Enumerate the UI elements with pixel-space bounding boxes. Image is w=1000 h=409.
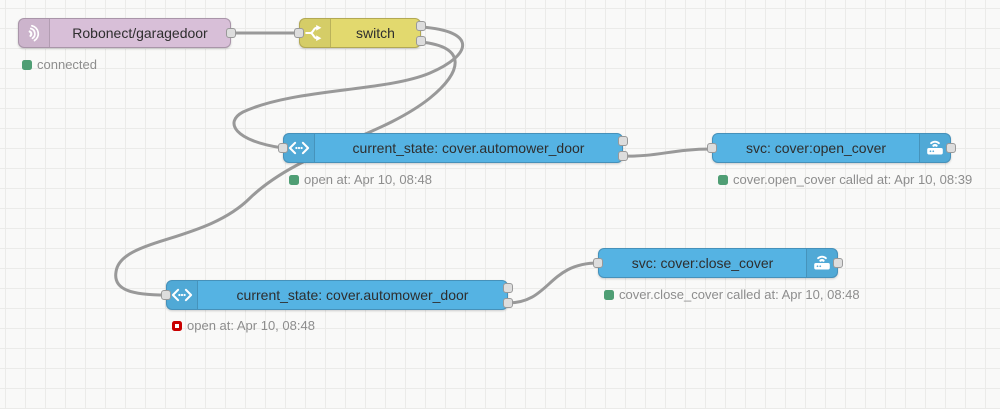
wire-current-state-1-to-open-cover[interactable] bbox=[621, 147, 714, 158]
node-status: connected bbox=[22, 57, 97, 72]
status-text: open at: Apr 10, 08:48 bbox=[304, 172, 432, 187]
input-port[interactable] bbox=[294, 28, 304, 38]
status-text: cover.close_cover called at: Apr 10, 08:… bbox=[619, 287, 860, 302]
node-status: open at: Apr 10, 08:48 bbox=[172, 318, 315, 333]
status-text: open at: Apr 10, 08:48 bbox=[187, 318, 315, 333]
node-status: open at: Apr 10, 08:48 bbox=[289, 172, 432, 187]
status-dot-icon bbox=[22, 59, 32, 70]
node-call-service-open-cover[interactable]: svc: cover:open_cover bbox=[707, 133, 956, 163]
status-text: cover.open_cover called at: Apr 10, 08:3… bbox=[733, 172, 973, 187]
status-ring-icon bbox=[172, 320, 182, 331]
output-port-1[interactable] bbox=[618, 136, 628, 146]
node-current-state-2[interactable]: current_state: cover.automower_door bbox=[161, 280, 513, 310]
router-wifi-icon bbox=[919, 134, 950, 162]
output-port-2[interactable] bbox=[503, 298, 513, 308]
node-label: svc: cover:close_cover bbox=[631, 255, 774, 271]
node-label: current_state: cover.automower_door bbox=[236, 287, 469, 303]
node-label: svc: cover:open_cover bbox=[745, 140, 887, 156]
wire-current-state-2-to-close-cover[interactable] bbox=[506, 261, 600, 305]
output-port-1[interactable] bbox=[503, 283, 513, 293]
output-port-2[interactable] bbox=[416, 36, 426, 46]
input-port[interactable] bbox=[161, 290, 171, 300]
input-port[interactable] bbox=[593, 258, 603, 268]
node-status: cover.close_cover called at: Apr 10, 08:… bbox=[604, 287, 860, 302]
node-label: current_state: cover.automower_door bbox=[352, 140, 585, 156]
node-current-state-1[interactable]: current_state: cover.automower_door bbox=[278, 133, 628, 163]
output-port-2[interactable] bbox=[618, 151, 628, 161]
output-port-1[interactable] bbox=[416, 21, 426, 31]
node-mqtt-in[interactable]: Robonect/garagedoor bbox=[18, 18, 236, 48]
radio-waves-icon bbox=[19, 19, 50, 47]
input-port[interactable] bbox=[278, 143, 288, 153]
output-port[interactable] bbox=[226, 28, 236, 38]
output-port[interactable] bbox=[946, 143, 956, 153]
status-dot-icon bbox=[718, 174, 728, 185]
router-wifi-icon bbox=[806, 249, 837, 277]
node-status: cover.open_cover called at: Apr 10, 08:3… bbox=[718, 172, 972, 187]
wire-switch-out1-to-current-state-1[interactable] bbox=[232, 25, 465, 150]
node-switch[interactable]: switch bbox=[294, 18, 426, 48]
output-port[interactable] bbox=[833, 258, 843, 268]
status-text: connected bbox=[37, 57, 97, 72]
node-label: switch bbox=[356, 25, 395, 41]
node-label: Robonect/garagedoor bbox=[72, 25, 208, 41]
angle-brackets-dots-icon bbox=[284, 134, 315, 162]
input-port[interactable] bbox=[707, 143, 717, 153]
status-dot-icon bbox=[604, 289, 614, 300]
angle-brackets-dots-icon bbox=[167, 281, 198, 309]
node-call-service-close-cover[interactable]: svc: cover:close_cover bbox=[593, 248, 843, 278]
status-dot-icon bbox=[289, 174, 299, 185]
branch-arrows-icon bbox=[300, 19, 331, 47]
wire-switch-out2-to-current-state-2[interactable] bbox=[114, 40, 457, 297]
